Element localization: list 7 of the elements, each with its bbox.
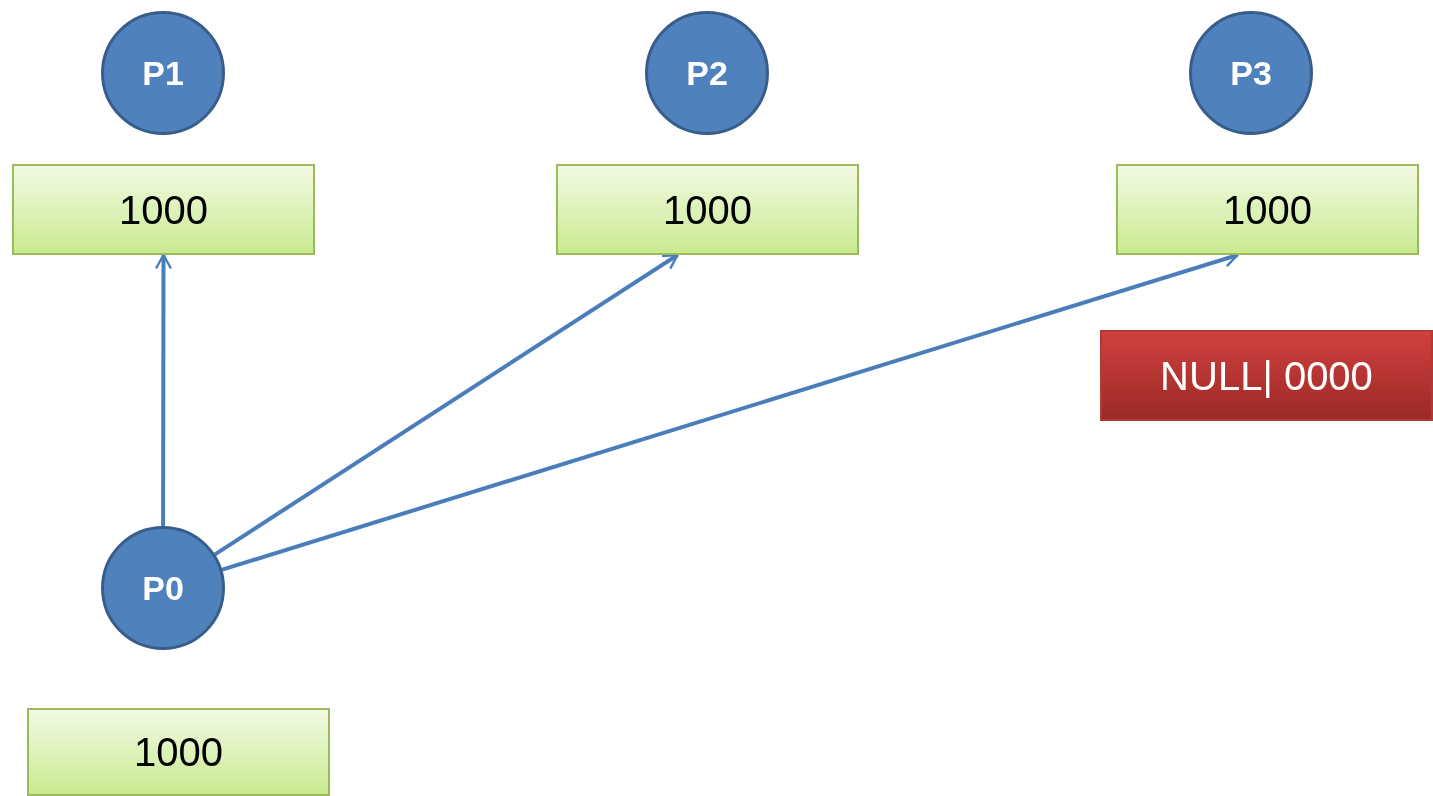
value-box: 1000 <box>27 708 330 796</box>
arrow <box>154 253 173 526</box>
value-box: 1000 <box>556 164 859 255</box>
null-box: NULL| 0000 <box>1100 330 1433 421</box>
value-box: 1000 <box>12 164 315 255</box>
arrow <box>213 253 679 556</box>
value-box: 1000 <box>1116 164 1419 255</box>
